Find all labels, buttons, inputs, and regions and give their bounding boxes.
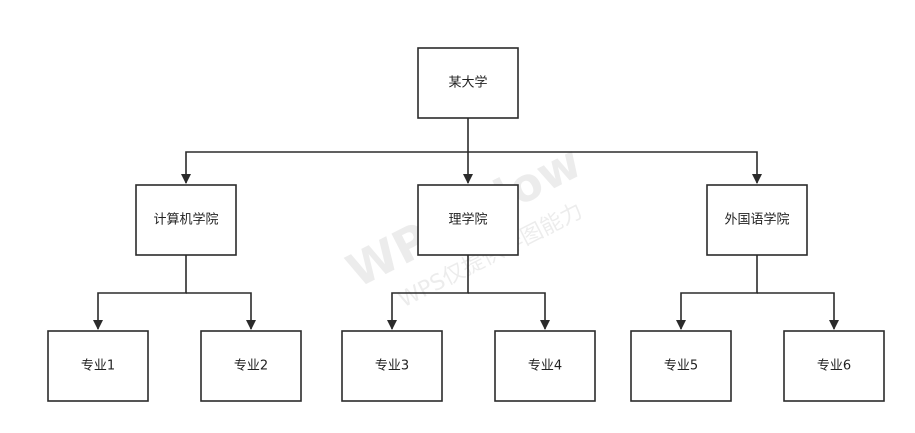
edge-foreign-lang-to-major6	[757, 292, 839, 330]
node-major-5-label: 专业5	[664, 359, 698, 374]
node-major-2[interactable]: 专业2	[200, 330, 302, 402]
node-major-5[interactable]: 专业5	[630, 330, 732, 402]
edge-science-to-major4	[468, 292, 550, 330]
edge-foreign-lang-to-major5	[676, 255, 758, 330]
edge-root-to-foreign-lang	[468, 151, 762, 184]
node-major-3[interactable]: 专业3	[341, 330, 443, 402]
node-major-6[interactable]: 专业6	[783, 330, 885, 402]
node-college-foreign-lang[interactable]: 外国语学院	[706, 184, 808, 256]
node-college-science-label: 理学院	[448, 212, 487, 228]
node-major-4-label: 专业4	[528, 359, 562, 374]
node-major-1[interactable]: 专业1	[47, 330, 149, 402]
node-major-1-label: 专业1	[81, 359, 115, 374]
edge-root-to-cs	[181, 151, 468, 184]
node-college-cs[interactable]: 计算机学院	[135, 184, 237, 256]
node-major-3-label: 专业3	[375, 359, 409, 374]
edge-cs-to-major1	[93, 255, 187, 330]
node-college-foreign-lang-label: 外国语学院	[724, 212, 789, 228]
node-major-6-label: 专业6	[817, 359, 851, 374]
node-root-label: 某大学	[448, 75, 487, 91]
college-edges	[93, 255, 839, 330]
node-major-4[interactable]: 专业4	[494, 330, 596, 402]
root-edges	[181, 118, 762, 184]
node-college-science[interactable]: 理学院	[417, 184, 519, 256]
node-college-cs-label: 计算机学院	[153, 212, 218, 228]
node-major-2-label: 专业2	[234, 359, 268, 374]
edge-cs-to-major2	[186, 292, 256, 330]
node-root[interactable]: 某大学	[417, 47, 519, 119]
edge-science-to-major3	[387, 255, 469, 330]
